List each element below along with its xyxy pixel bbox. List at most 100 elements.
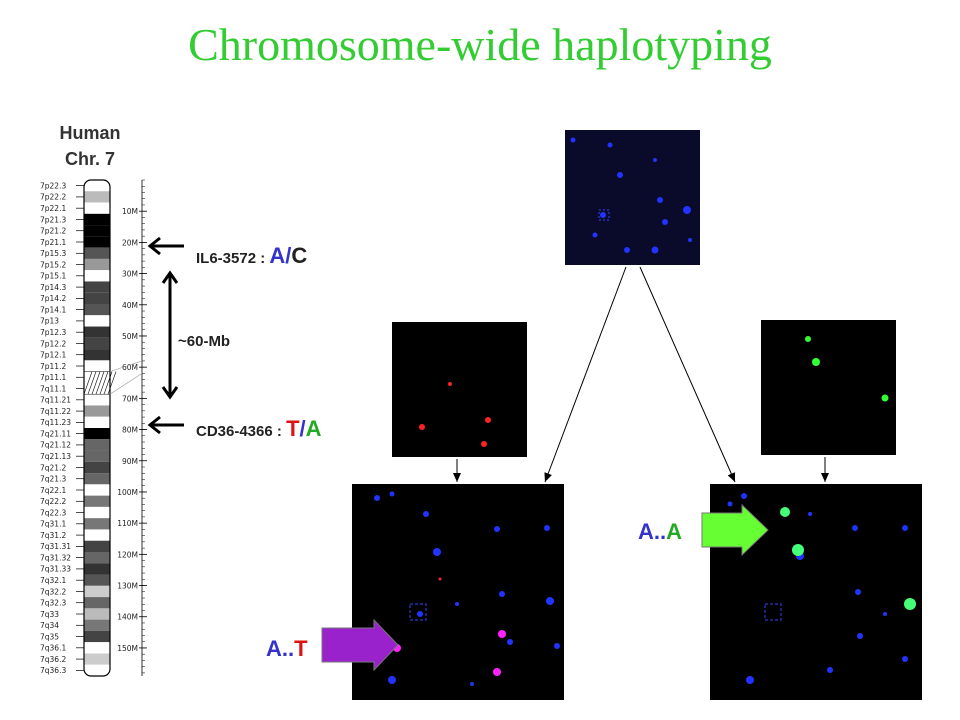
- scale-label: 130M: [117, 582, 138, 591]
- scale-label: 100M: [117, 488, 138, 497]
- chromosome-band: [84, 585, 110, 598]
- band-label: 7q35: [40, 632, 59, 641]
- chromosome-band: [84, 495, 110, 507]
- chromosome-band: [84, 428, 110, 440]
- chromosome-band: [84, 213, 110, 226]
- haplotype-label-right: A..A: [638, 519, 682, 545]
- band-label: 7p22.2: [40, 193, 66, 202]
- band-label: 7q36.1: [40, 644, 66, 653]
- band-label: 7q22.1: [40, 486, 66, 495]
- band-label: 7q21.3: [40, 475, 66, 484]
- scale-label: 70M: [122, 394, 138, 403]
- scale-label: 80M: [122, 426, 138, 435]
- distance-label: ~60-Mb: [178, 333, 231, 350]
- centromere-hatch: [99, 371, 109, 395]
- band-label: 7p22.3: [40, 181, 66, 190]
- chromosome-band: [84, 574, 110, 586]
- scale-label: 140M: [117, 613, 138, 622]
- chromosome-band: [84, 360, 110, 372]
- centromere-connector: [109, 373, 143, 395]
- chromosome-header: Human Chr. 7: [40, 120, 140, 172]
- scale-label: 20M: [122, 238, 138, 247]
- band-label: 7p13: [40, 317, 59, 326]
- chromosome-band: [84, 597, 110, 609]
- green-channel-image: [761, 320, 896, 455]
- centromere-hatch: [95, 371, 105, 395]
- scale-label: 10M: [122, 207, 138, 216]
- chromosome-band: [84, 608, 110, 620]
- band-label: 7q22.2: [40, 497, 66, 506]
- chromosome-band: [84, 225, 110, 237]
- chromosome-band: [84, 349, 110, 361]
- snp-cd36-allele-2: A: [305, 416, 322, 441]
- centromere-hatch: [107, 371, 117, 395]
- chromosome-band: [84, 270, 110, 282]
- scale-label: 30M: [122, 270, 138, 279]
- chromosome-band: [84, 518, 110, 530]
- chromosome-band: [84, 630, 110, 643]
- centromere-hatch: [87, 371, 97, 395]
- chromosome-band: [84, 439, 110, 451]
- chromosome-band: [84, 642, 110, 654]
- chromosome-band: [84, 653, 110, 665]
- chromosome-band: [84, 473, 110, 485]
- band-label: 7p21.3: [40, 215, 66, 224]
- chromosome-band: [84, 484, 110, 496]
- chromosome-band: [84, 540, 110, 552]
- haplotype-left-allele-2: T: [294, 636, 308, 661]
- snp-il6-name: IL6-3572 :: [196, 250, 266, 267]
- scale-label: 150M: [117, 644, 138, 653]
- band-label: 7q22.3: [40, 508, 66, 517]
- chromosome-band: [84, 619, 110, 631]
- centromere-hatch: [91, 371, 101, 395]
- snp-cd36-allele-1: T: [286, 416, 300, 441]
- band-label: 7q21.12: [40, 441, 71, 450]
- band-label: 7p12.3: [40, 328, 66, 337]
- band-label: 7q21.2: [40, 463, 66, 472]
- band-label: 7p15.2: [40, 260, 66, 269]
- centromere-connector: [109, 360, 143, 372]
- band-label: 7q36.3: [40, 666, 66, 675]
- chromosome-band: [84, 236, 110, 248]
- band-label: 7p14.2: [40, 294, 66, 303]
- chromosome-band: [84, 202, 110, 214]
- chromosome-band: [84, 552, 110, 564]
- snp-il6-allele-1: A: [269, 243, 286, 268]
- haplotype-label-left: A..T: [266, 636, 308, 662]
- band-label: 7q36.2: [40, 655, 66, 664]
- snp-il6-allele-2: C: [291, 243, 308, 268]
- band-label: 7q31.31: [40, 542, 71, 551]
- chromosome-band: [84, 258, 110, 271]
- band-label: 7q31.2: [40, 531, 66, 540]
- band-label: 7p21.2: [40, 227, 66, 236]
- scale-label: 120M: [117, 550, 138, 559]
- chromosome-number: Chr. 7: [64, 149, 116, 169]
- chromosome-band: [84, 304, 110, 316]
- band-label: 7p15.1: [40, 272, 66, 281]
- chromosome-band: [84, 337, 110, 350]
- haplotype-right-allele-1: A: [638, 519, 654, 544]
- scale-label: 110M: [117, 519, 138, 528]
- chromosome-band: [84, 461, 110, 474]
- band-label: 7q31.33: [40, 565, 71, 574]
- band-label: 7q11.1: [40, 384, 66, 393]
- scale-label: 50M: [122, 332, 138, 341]
- band-label: 7q11.21: [40, 396, 71, 405]
- band-label: 7p12.1: [40, 351, 66, 360]
- band-label: 7q32.3: [40, 599, 66, 608]
- band-label: 7p22.1: [40, 204, 66, 213]
- snp-il6-label: IL6-3572 : A/C: [196, 243, 307, 269]
- band-label: 7q11.23: [40, 418, 71, 427]
- haplotype-left-dots: ..: [281, 636, 295, 661]
- chromosome-band: [84, 315, 110, 327]
- band-label: 7q34: [40, 621, 59, 630]
- band-label: 7q32.2: [40, 587, 66, 596]
- band-label: 7q31.1: [40, 520, 66, 529]
- left-merged-image: [352, 484, 564, 700]
- chromosome-band: [84, 405, 110, 417]
- band-label: 7q11.22: [40, 407, 71, 416]
- band-label: 7q32.1: [40, 576, 66, 585]
- purple-pointer-arrow: [321, 618, 399, 672]
- band-label: 7q21.11: [40, 429, 71, 438]
